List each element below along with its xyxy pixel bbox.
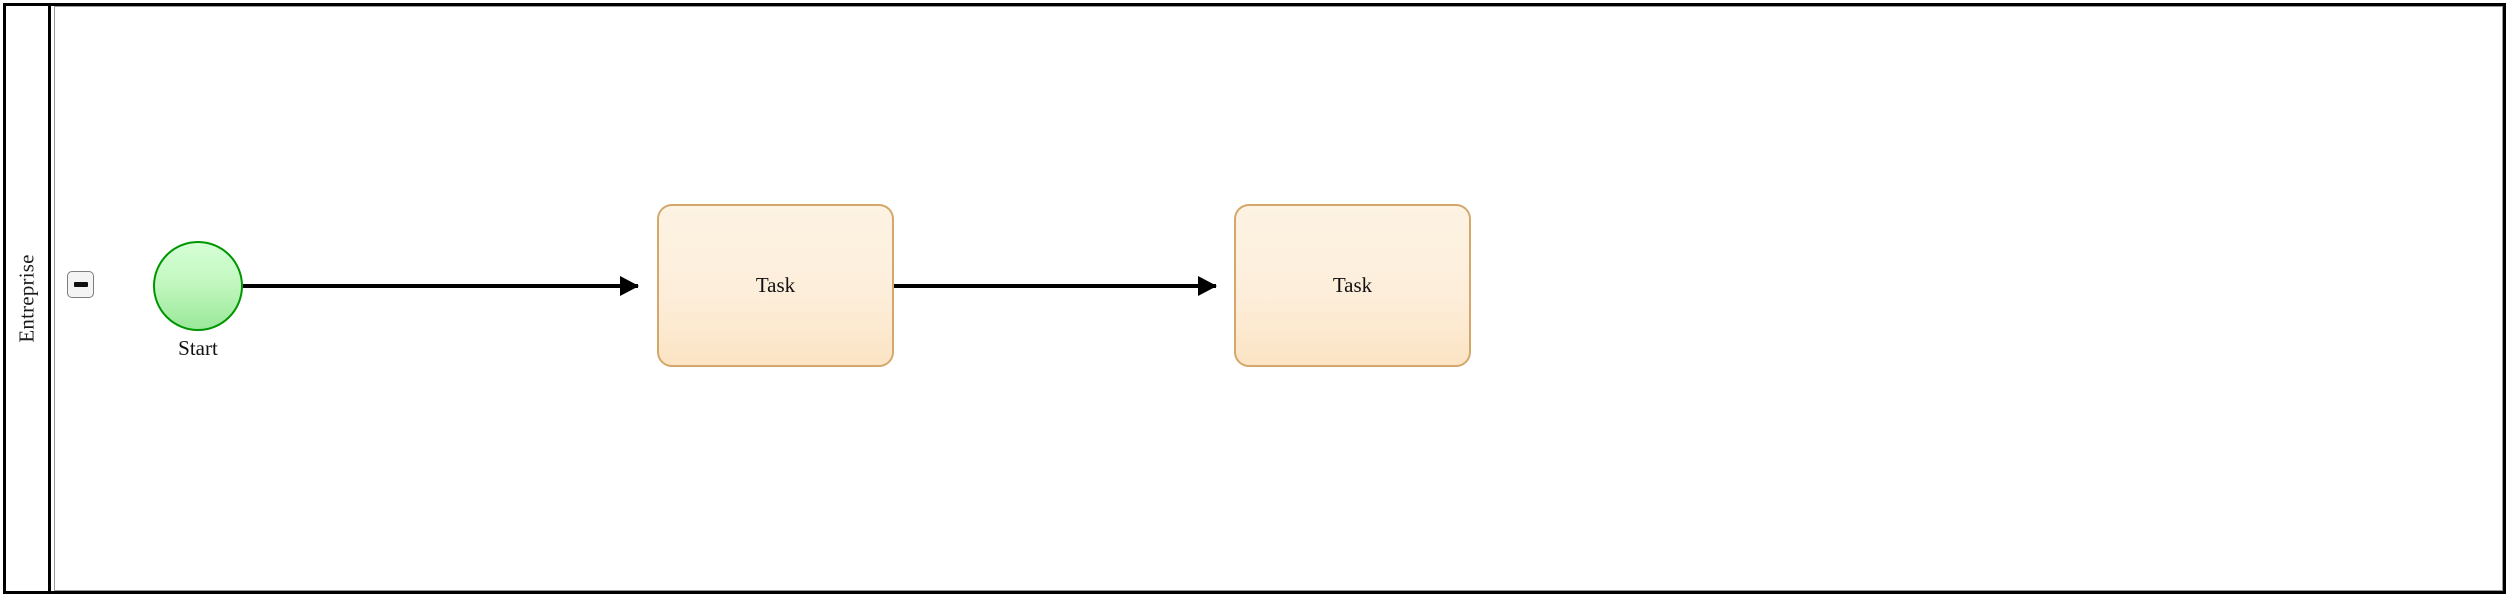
task-label: Task — [755, 273, 796, 297]
task-node-2[interactable]: Task — [1234, 204, 1471, 367]
sequence-flow-task1-to-task2[interactable] — [894, 276, 1217, 296]
pool-header-band[interactable]: Entreprise — [6, 6, 51, 591]
start-event-label: Start — [178, 336, 218, 360]
arrow-head-icon — [620, 276, 639, 296]
sequence-flow-start-to-task1[interactable] — [243, 276, 639, 296]
task-label: Task — [1332, 273, 1373, 297]
task-node-1[interactable]: Task — [657, 204, 894, 367]
start-event-node[interactable] — [153, 241, 243, 331]
pool-title: Entreprise — [14, 254, 39, 343]
pool-collapse-button[interactable] — [67, 271, 94, 298]
minus-icon — [73, 282, 88, 287]
arrow-head-icon — [1198, 276, 1217, 296]
pool-entreprise[interactable]: Entreprise Start Task Task — [3, 3, 2506, 594]
